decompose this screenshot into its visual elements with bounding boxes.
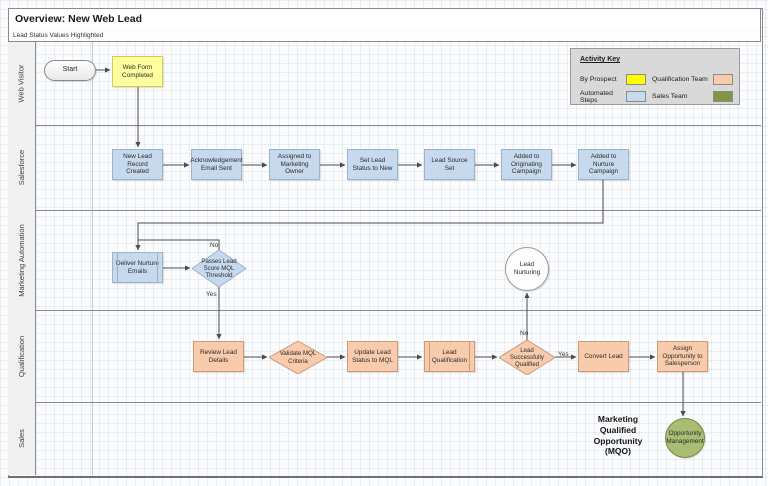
edge-nurture-campaign-to-deliver [135, 180, 604, 251]
subprocess-bar [117, 253, 118, 282]
node-label: Lead Source Set [431, 156, 468, 172]
activity-key-legend: Activity Key By Prospect Qualification T… [570, 48, 740, 105]
lane-separator [8, 125, 761, 126]
edge-label-threshold-no-loop: No [210, 242, 219, 249]
lane-separator [8, 402, 761, 403]
diagram-subtitle: Lead Status Values Highlighted [13, 31, 104, 39]
node-label: Assign Opportunity to Salesperson [662, 344, 703, 368]
diagram-title-bar: Overview: New Web Lead [8, 8, 761, 30]
legend-grid: By Prospect Qualification Team Automated… [580, 71, 734, 105]
node-label: New Lead Record Created [123, 152, 152, 176]
node-label: Acknowledgement Email Sent [190, 156, 243, 172]
decision-shape-svg [269, 341, 327, 374]
node-label: Passes Lead Score MQL Threshold [201, 257, 237, 280]
legend-title: Activity Key [580, 56, 621, 63]
node-acknowledgement-email-sent: Acknowledgement Email Sent [190, 149, 243, 180]
diagram-title: Overview: New Web Lead [15, 13, 143, 25]
node-assigned-to-marketing-owner: Assigned to Marketing Owner [269, 149, 320, 180]
legend-swatch-automated-steps [626, 91, 646, 102]
node-lead-source-set: Lead Source Set [424, 149, 475, 180]
page-break-line [92, 42, 93, 475]
node-label: Added to Nurture Campaign [588, 152, 619, 176]
node-new-lead-record-created: New Lead Record Created [112, 149, 163, 180]
node-validate-mql-criteria: Validate MQL Criteria [269, 341, 327, 374]
node-label: Set Lead Status to New [352, 156, 393, 172]
node-label: Start [62, 66, 78, 74]
lane-label-marketing-automation: Marketing Automation [8, 210, 36, 310]
legend-label-by-prospect: By Prospect [580, 76, 617, 83]
node-label: Web Form Completed [122, 63, 153, 79]
node-lead-nurturing: Lead Nurturing [505, 247, 549, 291]
node-update-lead-status-to-mql: Update Lead Status to MQL [347, 341, 398, 372]
node-start: Start [44, 60, 96, 81]
legend-swatch-qualification-team [713, 74, 733, 85]
lane-label-web-visitor: Web Visitor [8, 42, 36, 125]
decision-shape [269, 341, 327, 374]
node-set-lead-status-to-new: Set Lead Status to New [347, 149, 398, 180]
lane-separator [8, 210, 761, 211]
node-label: Update Lead Status to MQL [352, 348, 393, 364]
node-added-to-originating-campaign: Added to Originating Campaign [501, 149, 552, 180]
decision-shape [499, 340, 555, 375]
node-convert-lead: Convert Lead [578, 341, 629, 372]
node-label: Opportunity Management [666, 430, 704, 445]
subprocess-bar [469, 342, 470, 371]
subprocess-bar [157, 253, 158, 282]
node-review-lead-details: Review Lead Details [193, 341, 244, 372]
node-added-to-nurture-campaign: Added to Nurture Campaign [578, 149, 629, 180]
node-marketing-qualified-opportunity: Marketing Qualified Opportunity (MQO) [578, 414, 658, 456]
node-label: Lead Successfully Qualified [510, 346, 544, 369]
edge-label-qualified-no-to-nurturing: No [520, 330, 529, 337]
node-label: Deliver Nurture Emails [116, 259, 159, 275]
decision-shape-svg [499, 340, 555, 375]
node-label: Lead Qualification [431, 348, 468, 364]
lane-label-salesforce: Salesforce [8, 125, 36, 210]
node-label: Added to Originating Campaign [511, 152, 542, 176]
subprocess-bar [429, 342, 430, 371]
node-label: Convert Lead [584, 352, 623, 360]
node-passes-lead-score-mql-threshold: Passes Lead Score MQL Threshold [192, 250, 246, 287]
node-lead-successfully-qualified: Lead Successfully Qualified [499, 340, 555, 375]
node-lead-qualification: Lead Qualification [424, 341, 475, 372]
node-label: Assigned to Marketing Owner [277, 152, 312, 176]
node-deliver-nurture-emails: Deliver Nurture Emails [112, 252, 163, 283]
lane-label-qualification: Qualification [8, 310, 36, 402]
lane-separator [8, 310, 761, 311]
legend-label-sales-team: Sales Team [652, 93, 688, 100]
node-web-form-completed: Web Form Completed [112, 56, 163, 87]
edge-label-threshold-yes-to-review: Yes [206, 291, 217, 298]
legend-label-qualification-team: Qualification Team [652, 76, 708, 83]
diagram-subtitle-bar: Lead Status Values Highlighted [8, 29, 761, 42]
node-label: Review Lead Details [200, 348, 237, 364]
node-label: Validate MQL Criteria [279, 350, 317, 365]
lane-label-sales: Sales [8, 402, 36, 475]
node-label: Lead Nurturing [513, 261, 541, 276]
edge-label-qualified-yes-to-convert: Yes [558, 351, 569, 358]
legend-label-automated-steps: Automated Steps [580, 89, 613, 104]
legend-swatch-by-prospect [626, 74, 646, 85]
decision-shape [192, 250, 246, 287]
node-label: Marketing Qualified Opportunity (MQO) [593, 414, 643, 457]
decision-shape-svg [192, 250, 246, 287]
edge-threshold-no-loop [138, 239, 220, 250]
node-opportunity-management: Opportunity Management [665, 418, 705, 458]
node-assign-opportunity-to-salesperson: Assign Opportunity to Salesperson [657, 341, 708, 372]
legend-swatch-sales-team [713, 91, 733, 102]
